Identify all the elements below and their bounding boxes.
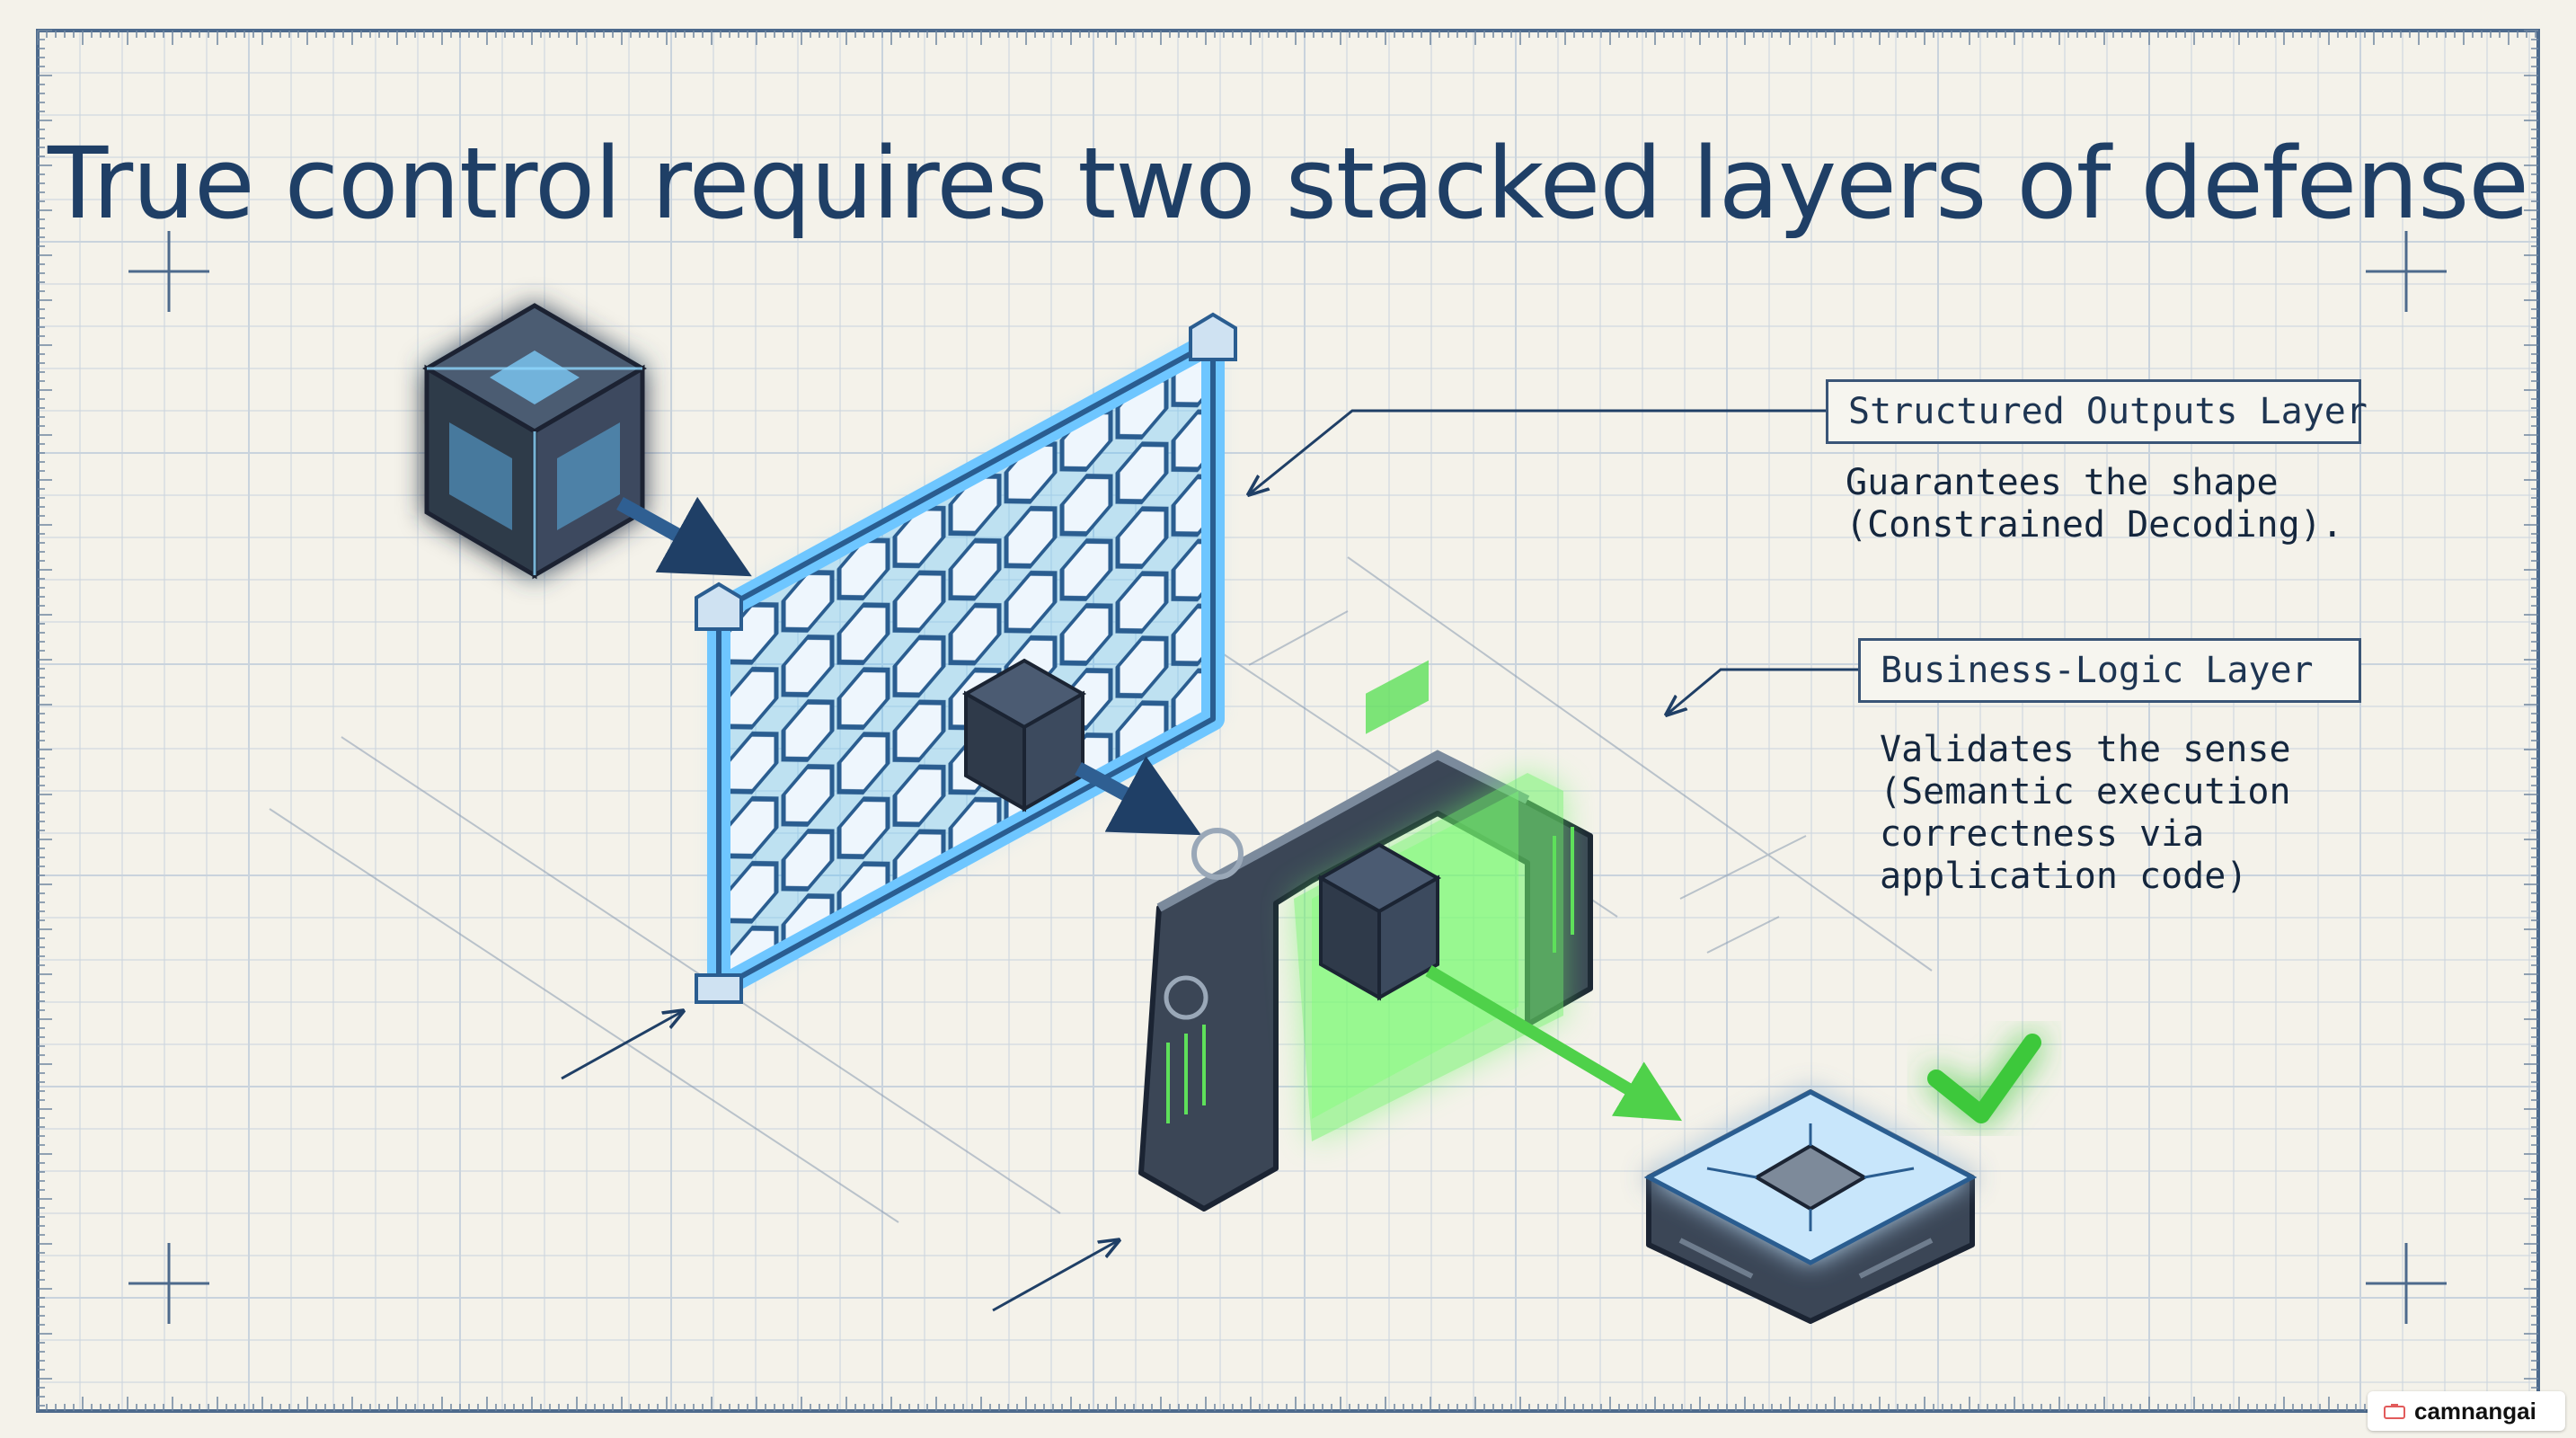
brand-logo-icon <box>2384 1404 2405 1419</box>
cube-inside-gate <box>1316 842 1442 1001</box>
blueprint-frame <box>36 29 2540 1413</box>
brand-watermark: camnangai <box>2368 1391 2565 1431</box>
arrow-gate-to-chip <box>1425 964 1683 1122</box>
arrow-filter-to-gate <box>1075 756 1201 836</box>
validated-output-chip <box>1643 1089 1978 1324</box>
measure-arrows <box>561 1011 1119 1312</box>
cube-passing-filter <box>961 658 1087 812</box>
business-logic-description: Validates the sense (Semantic execution … <box>1880 729 2291 897</box>
slide-title: True control requires two stacked layers… <box>48 126 2529 241</box>
structured-outputs-description: Guarantees the shape (Constrained Decodi… <box>1846 462 2343 546</box>
structured-outputs-label: Structured Outputs Layer <box>1826 379 2368 444</box>
structured-outputs-filter-panel <box>695 312 1237 1004</box>
success-checkmark-icon <box>1927 1034 2041 1123</box>
input-data-cube <box>422 303 647 580</box>
arrow-cube-to-filter <box>616 496 752 577</box>
callout-leaders <box>1249 409 1860 715</box>
business-logic-label: Business-Logic Layer <box>1858 638 2361 703</box>
brand-name: camnangai <box>2414 1397 2536 1425</box>
